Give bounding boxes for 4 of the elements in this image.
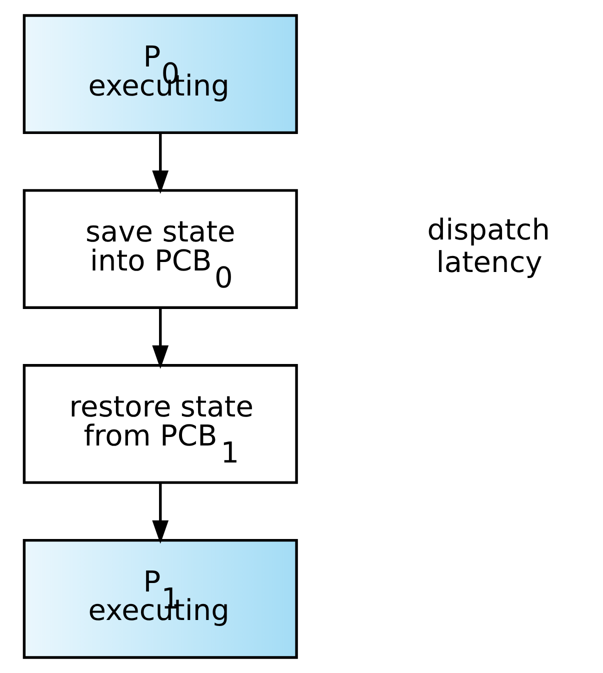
arrow (152, 308, 169, 369)
arrow (152, 482, 169, 544)
arrow (152, 132, 169, 194)
label: dispatch latency (427, 212, 550, 280)
